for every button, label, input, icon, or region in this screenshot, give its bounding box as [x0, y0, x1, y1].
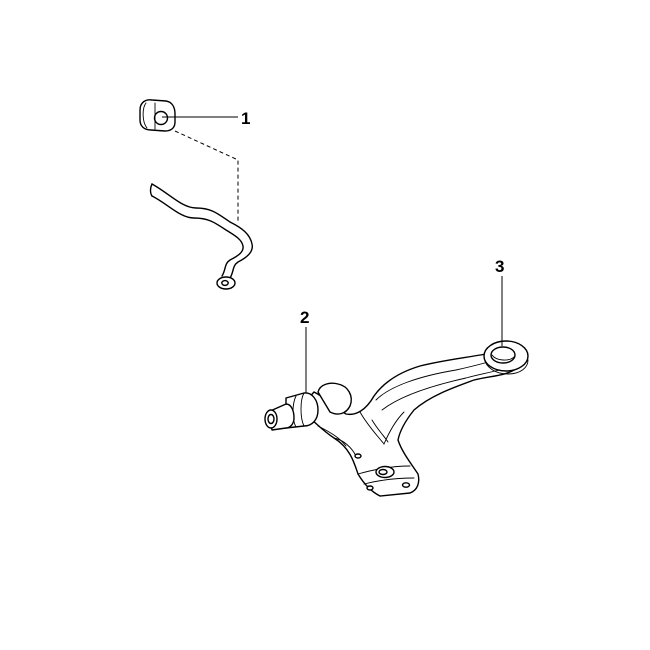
rear-bushing-part [483, 340, 529, 375]
callout-3: 3 [495, 257, 504, 276]
stabilizer-bar [149, 183, 253, 290]
callout-2: 2 [300, 308, 309, 327]
front-bushing-part [264, 382, 352, 431]
alignment-dashed-line [174, 130, 239, 222]
callout-1: 1 [241, 109, 250, 128]
lower-control-arm [264, 340, 529, 497]
stabilizer-bushing-part [139, 99, 176, 132]
